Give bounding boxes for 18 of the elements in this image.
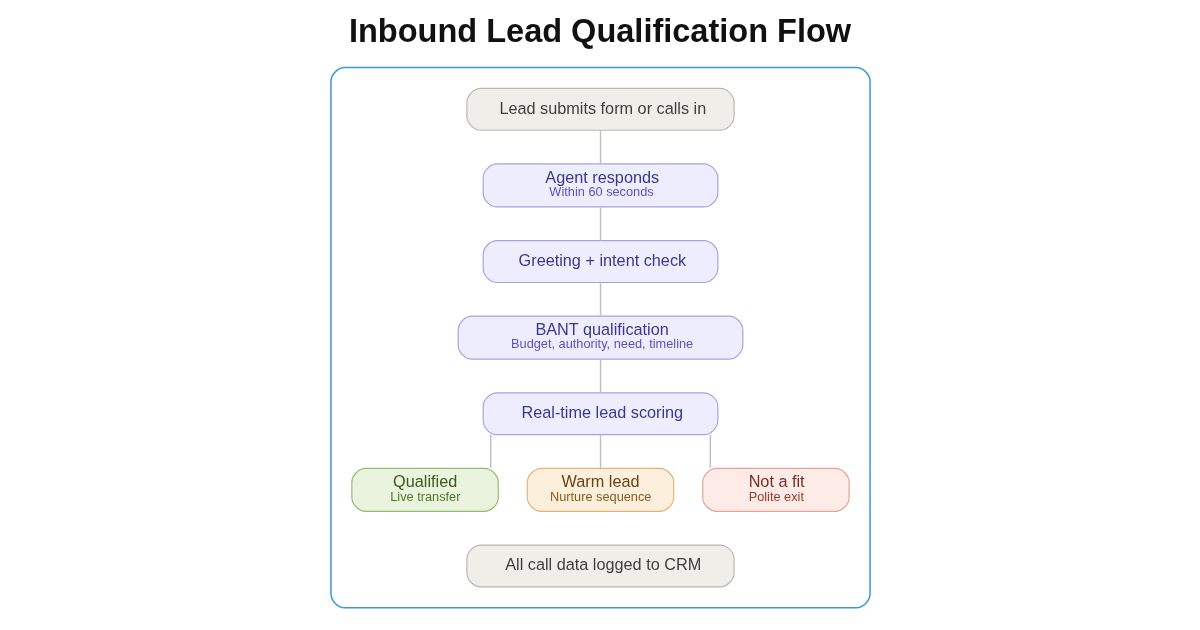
connector (599, 433, 601, 469)
connector (599, 281, 601, 317)
connector (709, 433, 711, 469)
connector (599, 129, 601, 165)
node-box: Warm lead Nurture sequence (526, 467, 674, 512)
connector (599, 206, 601, 242)
node-box: Greeting + intent check (482, 240, 718, 284)
diagram-title: Inbound Lead Qualification Flow (348, 13, 851, 50)
node-box: BANT qualification Budget, authority, need, timeline (457, 315, 743, 360)
node-box: Lead submits form or calls in (465, 87, 735, 131)
connector (489, 433, 491, 469)
connector (599, 359, 601, 394)
node-box: Real-time lead scoring (482, 392, 718, 436)
node-box: Agent responds Within 60 seconds (482, 163, 718, 208)
node-box: Not a fit Polite exit (701, 467, 850, 512)
node-box: Qualified Live transfer (350, 467, 499, 512)
node-box: All call data logged to CRM (465, 544, 735, 588)
cluster (329, 66, 871, 609)
